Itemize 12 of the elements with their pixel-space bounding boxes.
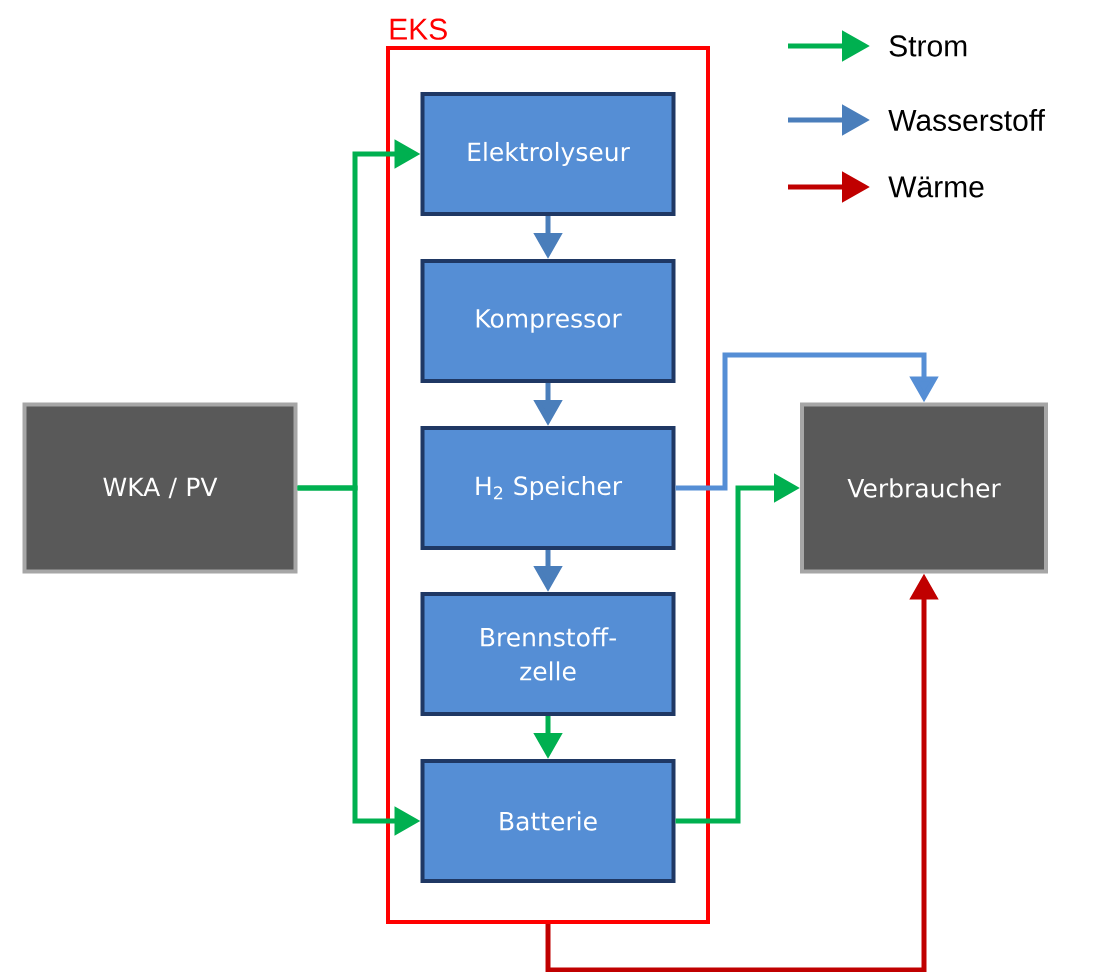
arrow (675, 352, 939, 491)
process-box: H$_{2}$ Speicher (420, 426, 676, 550)
legend-label: Wärme (888, 176, 984, 198)
process-box: Kompressor (420, 259, 676, 383)
legend-label: Strom (889, 35, 967, 57)
legend-label: Wasserstoff (888, 109, 1045, 131)
frame-label: EKS (390, 18, 447, 40)
external-box: WKA / PV (22, 402, 298, 574)
process-box: Elektrolyseur (420, 92, 676, 216)
process-box: Brennstoff- zelle (420, 592, 676, 716)
external-box: Verbraucher (800, 402, 1048, 574)
process-box: Batterie (420, 759, 676, 883)
